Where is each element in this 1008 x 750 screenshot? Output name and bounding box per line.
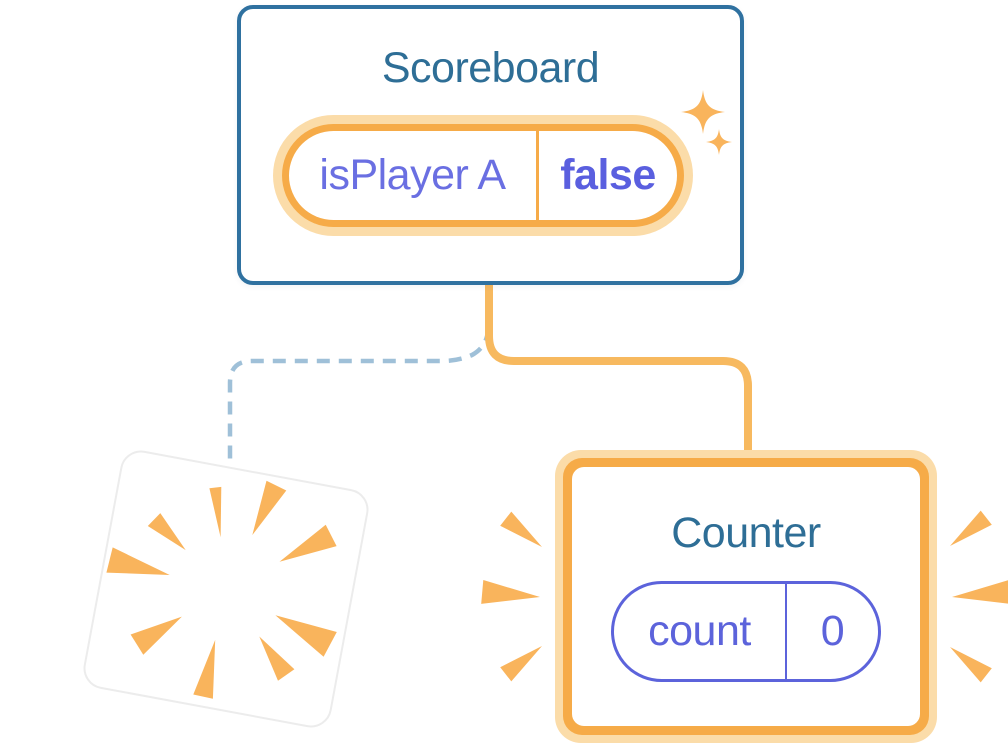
state-pill-ring: isPlayer A false <box>282 124 684 227</box>
counter-state-pill: count 0 <box>611 581 881 682</box>
dashed-connector-removed-branch <box>227 327 491 462</box>
counter-card-body: Counter count 0 <box>572 467 920 726</box>
state-value: false <box>560 151 656 199</box>
counter-pill-divider <box>785 584 787 679</box>
counter-state-key: count <box>648 607 751 655</box>
state-key: isPlayer A <box>319 151 506 199</box>
counter-card-ring: Counter count 0 <box>563 458 929 735</box>
counter-state-value: 0 <box>820 607 845 655</box>
destroyed-component-card <box>83 450 369 728</box>
scoreboard-state-pill: isPlayer A false <box>273 115 693 236</box>
state-pill-core: isPlayer A false <box>289 131 677 220</box>
counter-component-card: Counter count 0 <box>555 450 937 743</box>
state-pill-divider <box>536 131 539 220</box>
counter-title: Counter <box>671 509 821 557</box>
explosion-burst-icon <box>106 480 337 699</box>
scoreboard-title: Scoreboard <box>381 44 600 92</box>
solid-connector-active-branch <box>485 284 752 454</box>
emphasis-burst-icon <box>481 510 1008 683</box>
scoreboard-component-card: Scoreboard isPlayer A false <box>237 5 744 285</box>
